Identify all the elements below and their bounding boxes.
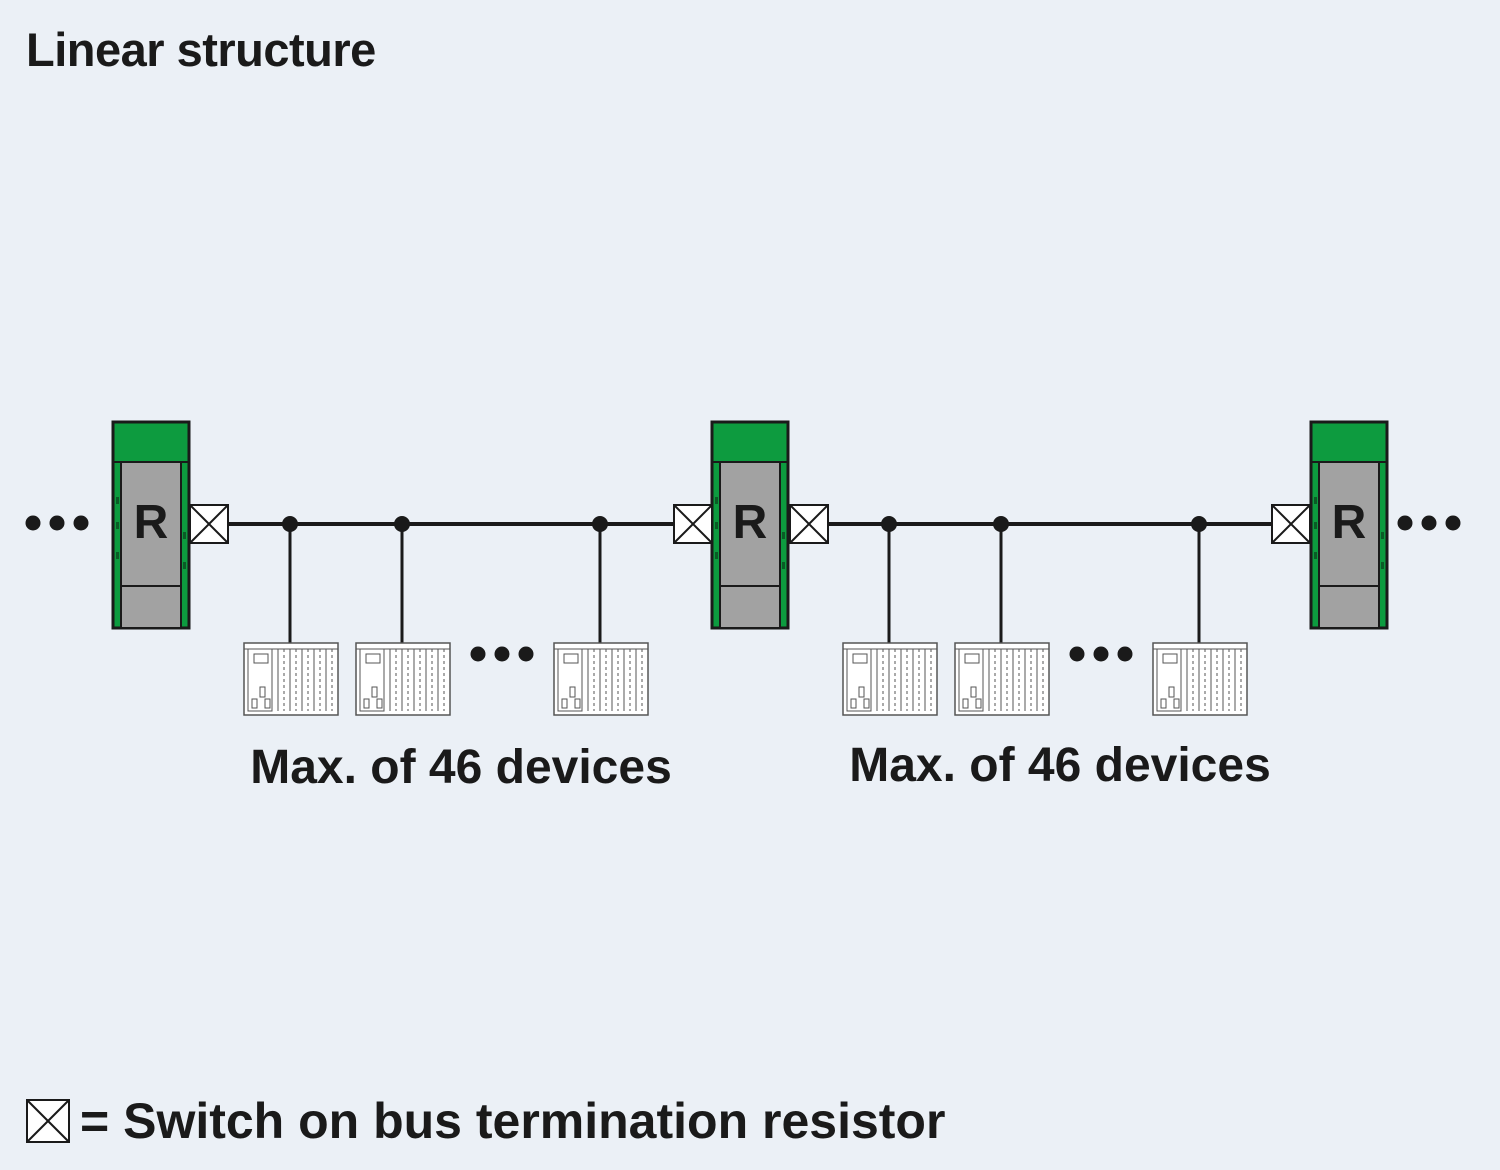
device-icon [954,642,1050,716]
repeater: R [1309,420,1389,630]
repeater-label: R [1332,496,1367,549]
junction-dot [1191,516,1207,532]
bus-termination-switch-icon [673,504,713,544]
junction-dot [993,516,1009,532]
device-icon [842,642,938,716]
junction-dot [881,516,897,532]
junction-dot [592,516,608,532]
group-label: Max. of 46 devices [849,739,1271,792]
legend-text: = Switch on bus termination resistor [80,1093,946,1149]
device-icon [553,642,649,716]
device-icon [243,642,339,716]
ellipsis-right-icon [1397,515,1461,531]
repeater-label: R [134,496,169,549]
junction-dots [282,516,1207,532]
ellipsis-devices-icon [1069,646,1133,662]
bus-termination-switch-icon [1271,504,1311,544]
device-icon [355,642,451,716]
legend: = Switch on bus termination resistor [26,1092,945,1150]
repeater-label: R [733,496,768,549]
diagram-title: Linear structure [26,23,376,76]
drop-lines [288,524,1201,643]
bus-termination-switch-icon [189,504,229,544]
bus-termination-switch-icon [26,1099,70,1143]
ellipsis-left-icon [25,515,89,531]
bus-termination-switch-icon [789,504,829,544]
device-icon [1152,642,1248,716]
junction-dot [282,516,298,532]
repeater: R [710,420,790,630]
ellipsis-devices-icon [470,646,534,662]
group-label: Max. of 46 devices [250,741,672,794]
repeater: R [111,420,191,630]
junction-dot [394,516,410,532]
